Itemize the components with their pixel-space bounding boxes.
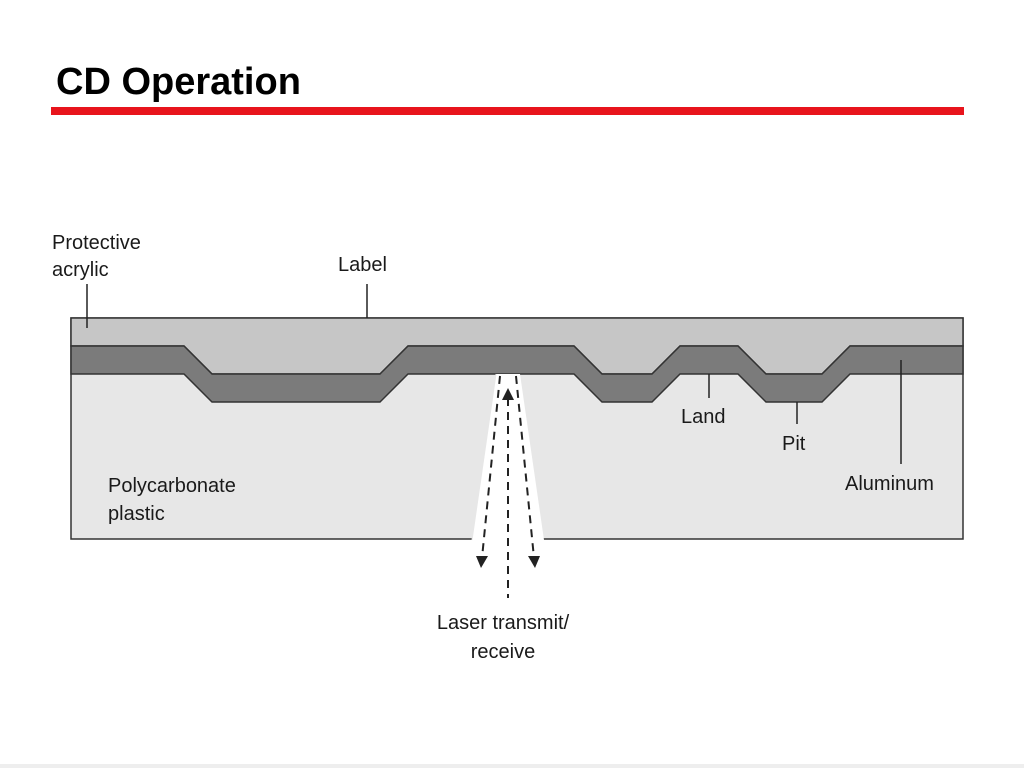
arrowhead-center-up [502, 388, 514, 400]
title-accent-rule [51, 107, 964, 115]
footer-strip [0, 764, 1024, 768]
label-laser-line1: Laser transmit/ [437, 612, 570, 634]
label-aluminum: Aluminum [845, 473, 934, 495]
label-laser-line2: receive [471, 641, 535, 663]
label-land: Land [681, 406, 726, 428]
beam-edge-left [471, 373, 497, 541]
label-label: Label [338, 254, 387, 276]
arrowhead-right-down [528, 556, 540, 568]
label-protective-acrylic-line2: acrylic [52, 259, 109, 281]
label-polycarbonate-line2: plastic [108, 503, 165, 525]
laser-ray-left [481, 375, 501, 559]
label-protective-acrylic-line1: Protective [52, 232, 141, 254]
label-pit: Pit [782, 433, 806, 455]
laser-ray-right [515, 375, 535, 559]
slide-title: CD Operation [56, 61, 301, 103]
arrowhead-left-down [476, 556, 488, 568]
label-polycarbonate-line1: Polycarbonate [108, 475, 236, 497]
